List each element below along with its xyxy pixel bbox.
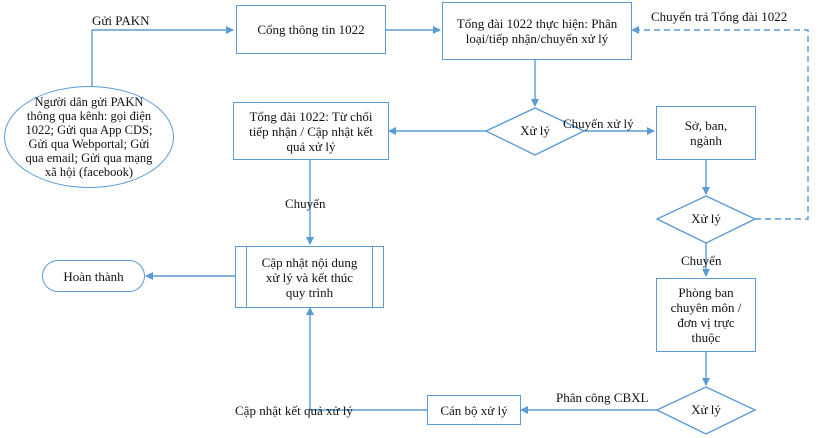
label-return-center: Chuyển trả Tổng đài 1022 <box>651 9 788 24</box>
decision-1-shape <box>484 107 586 156</box>
portal-box: Cổng thông tin 1022 <box>236 5 386 54</box>
citizen-ellipse: Người dân gửi PAKN thông qua kênh: gọi đ… <box>4 86 174 188</box>
portal-text: Cổng thông tin 1022 <box>257 22 365 37</box>
department-box: Sở, ban, ngành <box>656 106 756 160</box>
department-text: Sở, ban, ngành <box>684 118 728 148</box>
citizen-text: Người dân gửi PAKN thông qua kênh: gọi đ… <box>25 95 153 179</box>
update-finish-text: Cập nhật nội dung xử lý và kết thúc quy … <box>261 254 358 300</box>
specialist-unit-box: Phòng ban chuyên môn / đơn vị trực thuộc <box>656 278 756 352</box>
decision-1-label: Xử lý <box>520 123 550 138</box>
decision-2-label: Xử lý <box>691 211 721 226</box>
done-terminal: Hoàn thành <box>42 260 145 292</box>
center-process-text: Tổng đài 1022 thực hiện: Phân loại/tiếp … <box>456 16 618 46</box>
done-text: Hoàn thành <box>63 268 124 284</box>
label-transfer-2: Chuyển <box>681 253 722 268</box>
reject-update-text: Tổng đài 1022: Từ chối tiếp nhận / Cập n… <box>249 108 373 154</box>
decision-3-label: Xử lý <box>691 402 721 417</box>
arrow-officer-update <box>306 307 427 411</box>
label-forward-processing: Chuyển xử lý <box>563 116 634 131</box>
update-finish-box: Cập nhật nội dung xử lý và kết thúc quy … <box>235 246 384 308</box>
officer-box: Cán bộ xử lý <box>427 395 521 425</box>
reject-update-box: Tổng đài 1022: Từ chối tiếp nhận / Cập n… <box>233 102 389 160</box>
update-finish-bar-left <box>246 247 247 307</box>
specialist-unit-text: Phòng ban chuyên môn / đơn vị trực thuộc <box>670 285 742 345</box>
label-transfer-1: Chuyển <box>285 196 326 211</box>
decision-3-shape <box>655 386 757 435</box>
center-process-box: Tổng đài 1022 thực hiện: Phân loại/tiếp … <box>442 2 632 60</box>
label-assign: Phân công CBXL <box>556 390 649 405</box>
label-send: Gửi PAKN <box>92 13 150 28</box>
arrow-return-center <box>631 26 809 220</box>
update-finish-bar-right <box>372 247 373 307</box>
label-update-result: Cập nhật kết quả xử lý <box>235 403 353 418</box>
officer-text: Cán bộ xử lý <box>440 402 508 418</box>
arrow-send <box>91 26 234 87</box>
